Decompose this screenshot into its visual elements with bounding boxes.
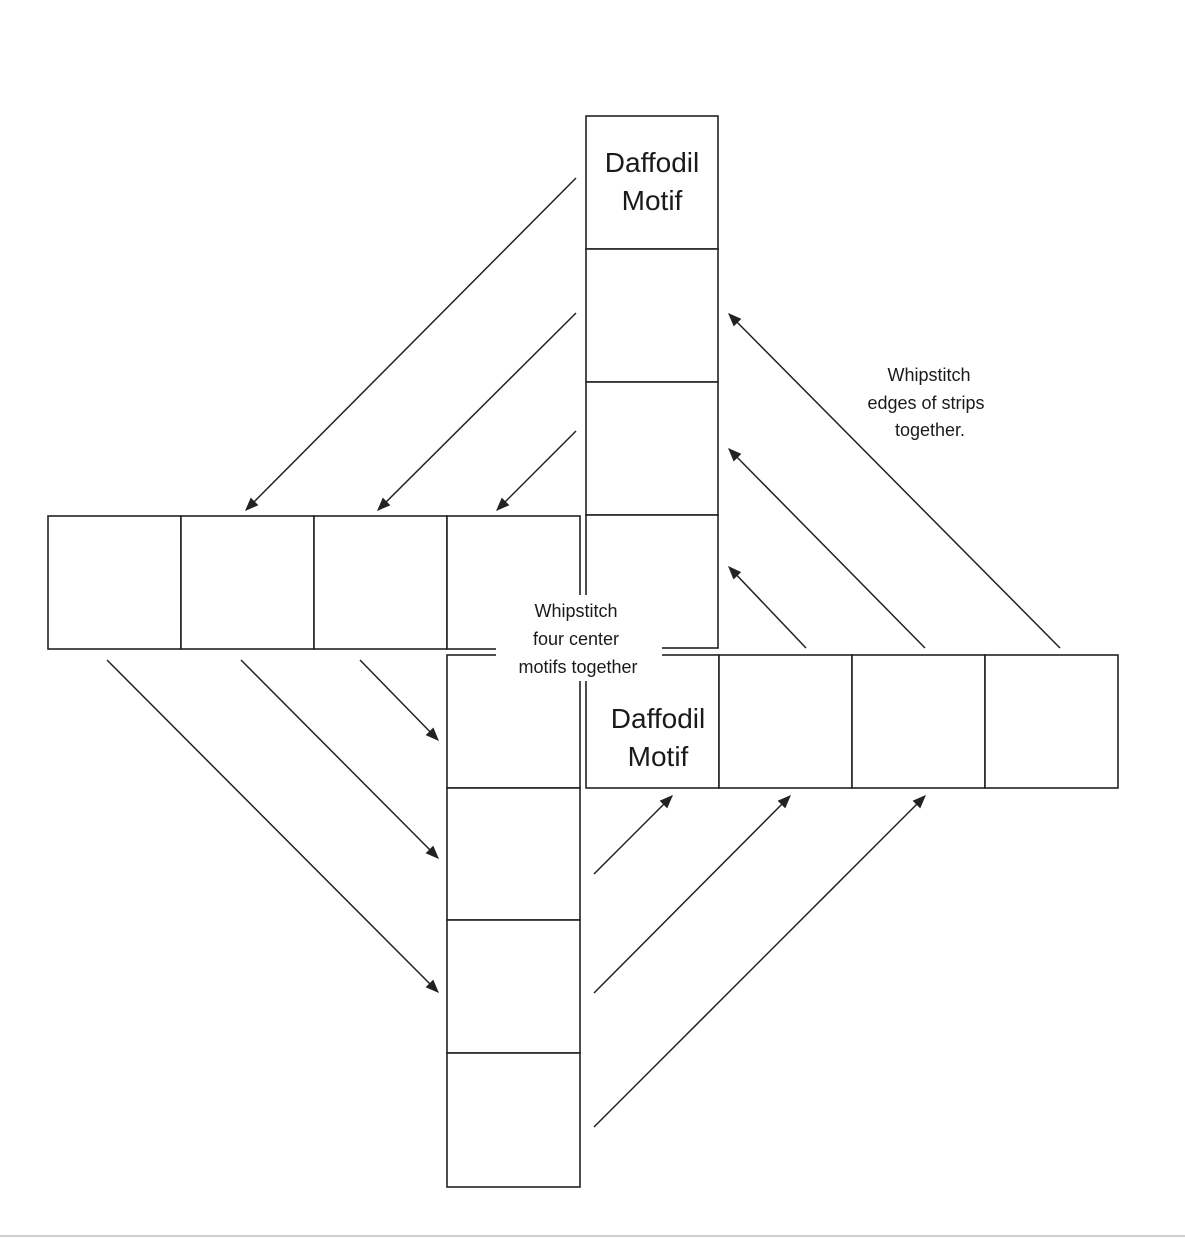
right-strip-square-3 — [851, 654, 986, 789]
arrow-bottom-to-right-2 — [593, 795, 791, 994]
top-strip-square-3 — [585, 381, 719, 516]
bottom-vertical-strip — [446, 654, 581, 1188]
top-motif-label-line2: Motif — [622, 185, 683, 216]
arrow-left-to-bottom-1 — [106, 659, 439, 993]
arrow-bottom-to-right-3 — [593, 795, 926, 1128]
right-strip-square-4 — [984, 654, 1119, 789]
left-strip-square-1 — [47, 515, 182, 650]
bottom-strip-square-3 — [446, 919, 581, 1054]
arrow-right-to-top-2 — [728, 448, 926, 649]
center-motif-label-line2: Motif — [628, 741, 689, 772]
edges-note-line3: together. — [895, 420, 965, 440]
edges-note-line2: edges of strips — [867, 393, 984, 413]
left-strip-square-2 — [180, 515, 315, 650]
arrow-left-to-bottom-3 — [359, 659, 439, 741]
center-motif-label-line1: Daffodil — [611, 703, 705, 734]
top-strip-square-2 — [585, 248, 719, 383]
arrow-bottom-to-right-1 — [593, 795, 673, 875]
bottom-strip-square-4 — [446, 1052, 581, 1188]
center-note-line2: four center — [533, 629, 619, 649]
arrow-right-to-top-3 — [728, 566, 807, 649]
right-strip-square-2 — [718, 654, 853, 789]
center-note-line3: motifs together — [518, 657, 637, 677]
left-horizontal-strip — [47, 515, 581, 650]
left-strip-square-3 — [313, 515, 448, 650]
arrow-top-to-left-1 — [245, 177, 577, 511]
bottom-strip-square-2 — [446, 787, 581, 921]
top-motif-label-line1: Daffodil — [605, 147, 699, 178]
edges-note-line1: Whipstitch — [887, 365, 970, 385]
arrow-top-to-left-3 — [496, 430, 577, 511]
center-note-line1: Whipstitch — [534, 601, 617, 621]
arrow-right-to-top-1 — [728, 313, 1061, 649]
center-label-backdrop — [496, 595, 662, 681]
arrow-top-to-left-2 — [377, 312, 577, 511]
top-strip-square-1 — [585, 115, 719, 250]
arrow-left-to-bottom-2 — [240, 659, 439, 859]
